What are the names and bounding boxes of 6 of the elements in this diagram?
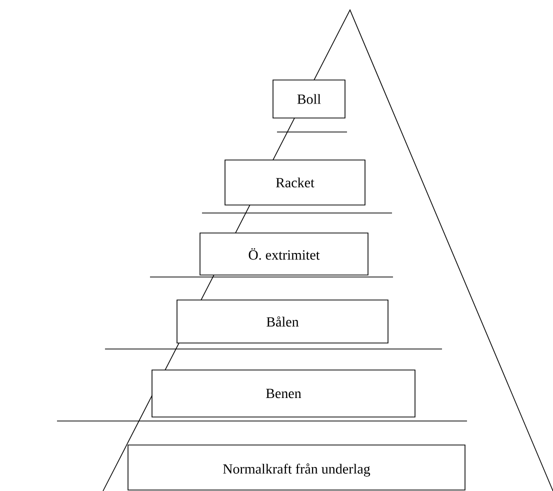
level-box: Bålen [176,300,388,344]
level-box: Ö. extrimitet [200,232,368,276]
level-box: Boll [272,80,346,118]
level-box: Normalkraft från underlag [128,444,466,490]
level-box: Benen [152,370,416,418]
level-box: Racket [224,160,366,206]
